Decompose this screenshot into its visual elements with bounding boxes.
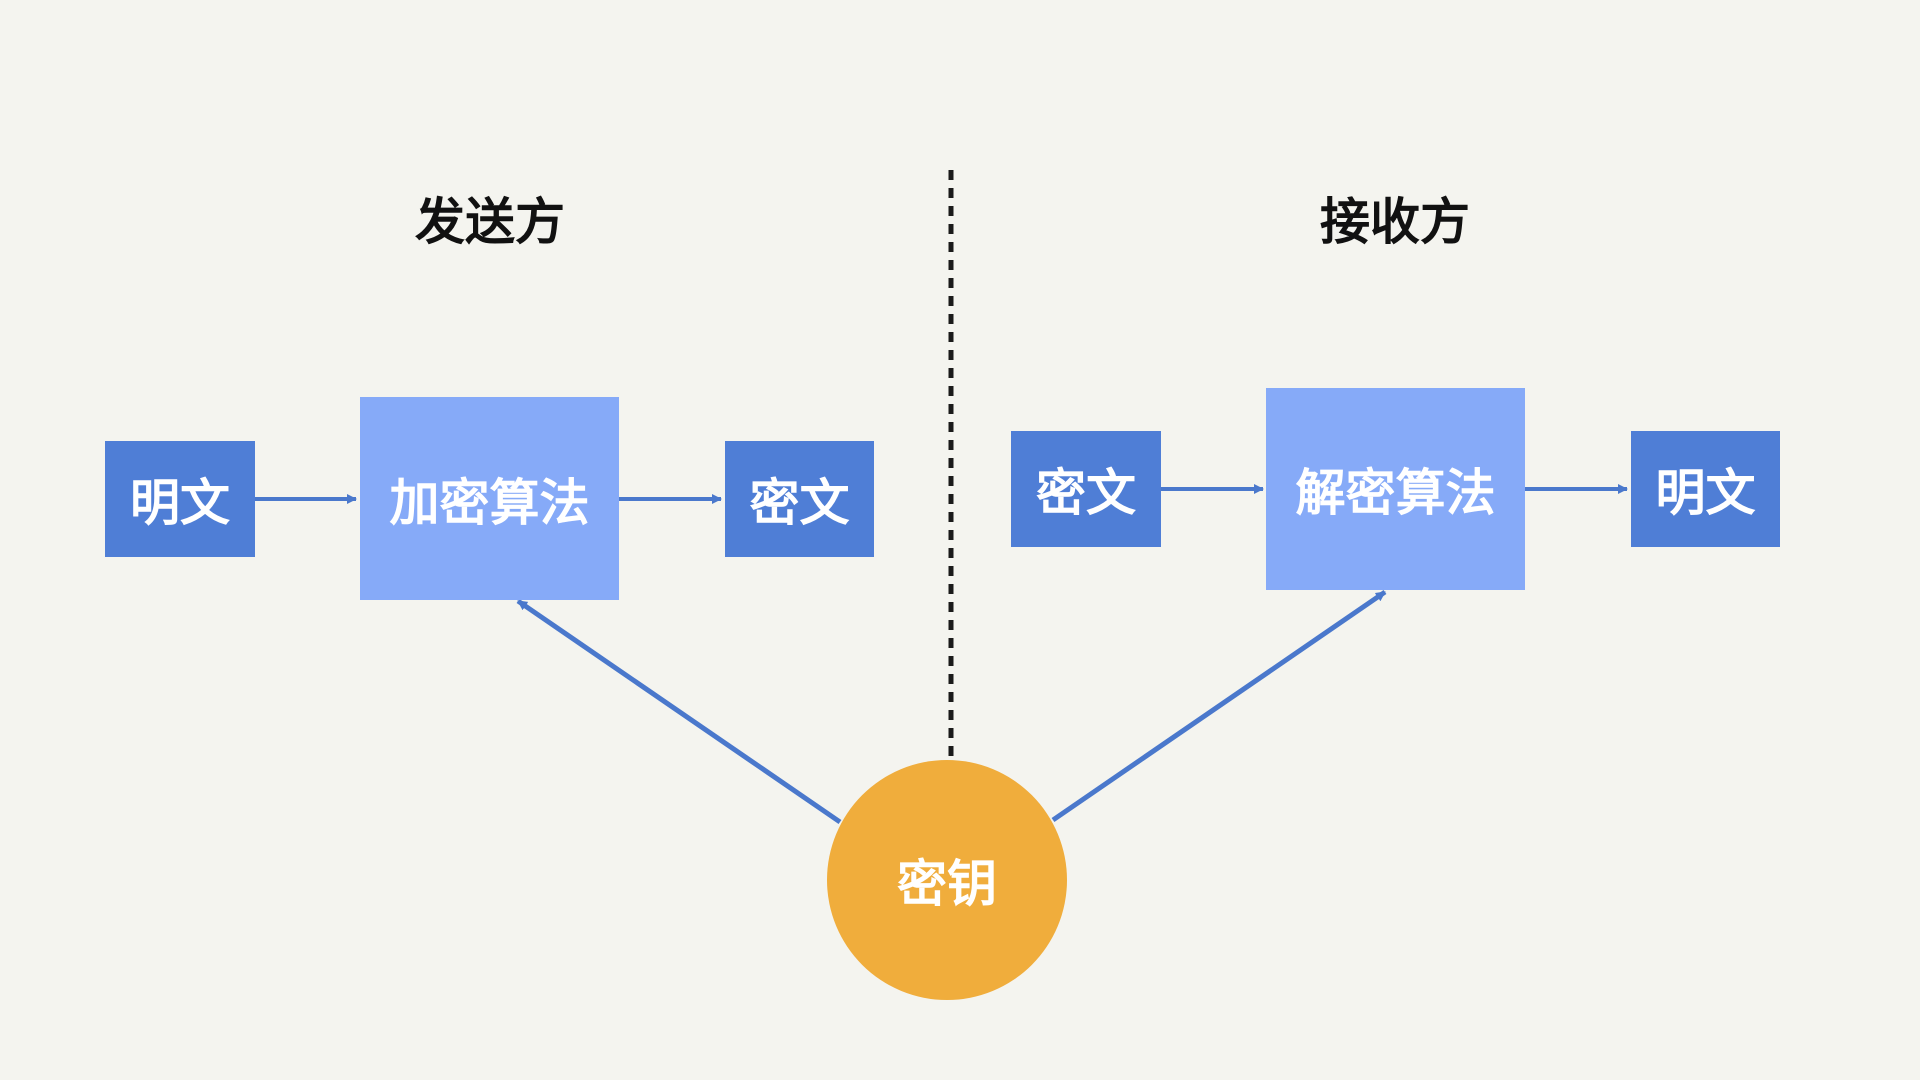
encryption-algorithm-box: 加密算法 xyxy=(360,397,619,600)
sender-title: 发送方 xyxy=(415,193,565,251)
receiver-ciphertext-box: 密文 xyxy=(1011,431,1161,547)
sender-ciphertext-box: 密文 xyxy=(725,441,874,557)
key-node: 密钥 xyxy=(827,760,1067,1000)
receiver-title: 接收方 xyxy=(1320,193,1470,251)
sender-plaintext-box: 明文 xyxy=(105,441,255,557)
arrow-key-to-decrypt xyxy=(1051,589,1387,823)
arrow-key-to-encrypt xyxy=(516,598,842,825)
decryption-algorithm-box: 解密算法 xyxy=(1266,388,1525,590)
receiver-plaintext-box: 明文 xyxy=(1631,431,1780,547)
